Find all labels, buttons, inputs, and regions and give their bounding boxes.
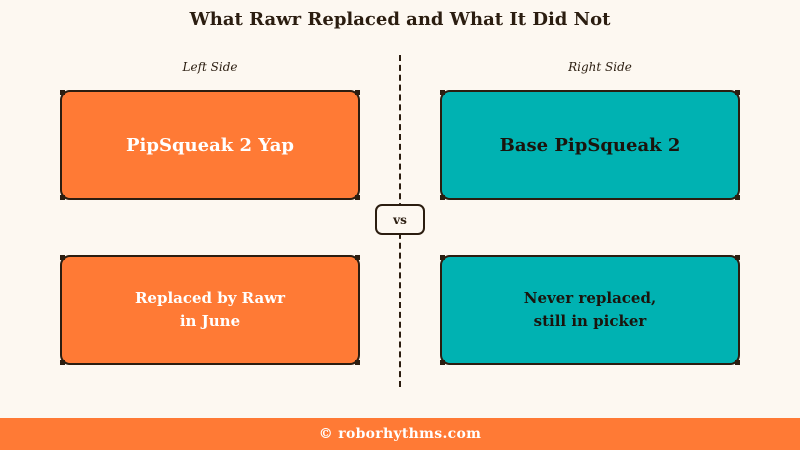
right-bottom-card-text: Never replaced, still in picker bbox=[523, 289, 657, 330]
left-bottom-card-text: Replaced by Rawr in June bbox=[134, 289, 286, 330]
footer-credit: © roborhythms.com bbox=[0, 418, 800, 450]
left-bottom-card: Replaced by Rawr in June bbox=[60, 255, 360, 365]
right-top-card: Base PipSqueak 2 bbox=[440, 90, 740, 200]
left-top-card-text: PipSqueak 2 Yap bbox=[126, 134, 294, 156]
vs-badge: vs bbox=[375, 204, 425, 235]
diagram-title: What Rawr Replaced and What It Did Not bbox=[189, 9, 611, 30]
right-bottom-card: Never replaced, still in picker bbox=[440, 255, 740, 365]
right-top-card-text: Base PipSqueak 2 bbox=[499, 134, 681, 156]
right-side-label: Right Side bbox=[568, 60, 632, 74]
left-side-label: Left Side bbox=[182, 60, 238, 74]
left-top-card: PipSqueak 2 Yap bbox=[60, 90, 360, 200]
